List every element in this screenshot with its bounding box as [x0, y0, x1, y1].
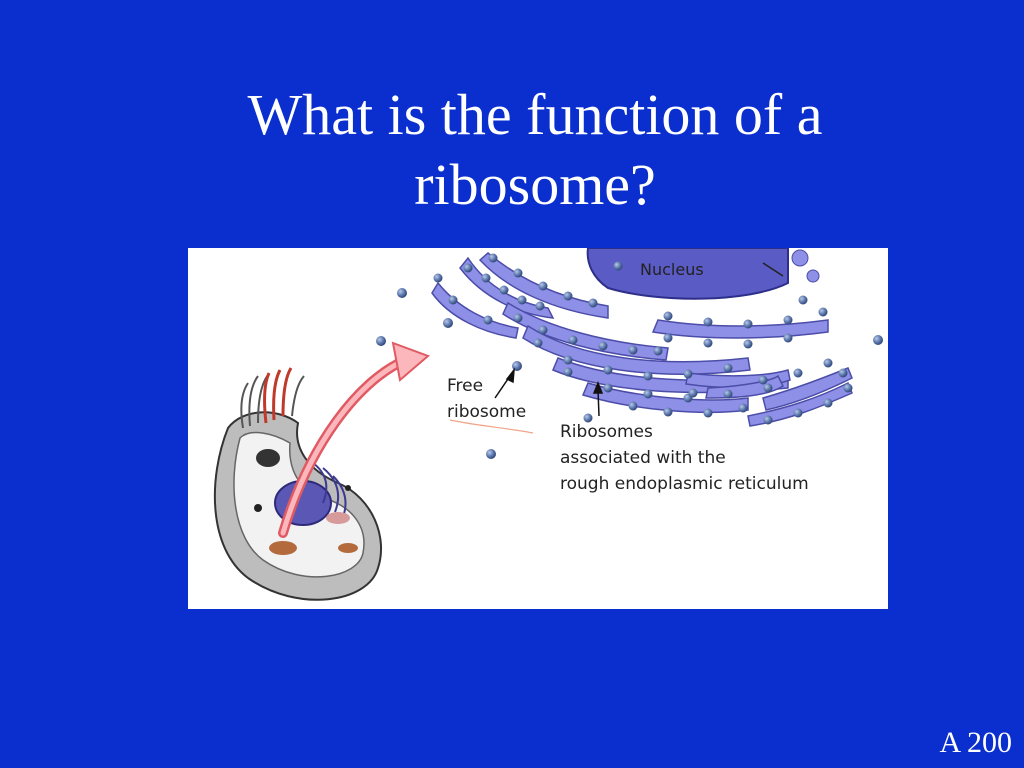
free-ribosome	[443, 318, 453, 328]
free-ribosome	[873, 335, 883, 345]
free-ribosome-label-line-2: ribosome	[447, 402, 526, 422]
pointer-arrow	[278, 341, 430, 538]
free-ribosome	[486, 449, 496, 459]
rough-er	[431, 252, 853, 427]
free-ribosome	[376, 336, 386, 346]
question-line-2: ribosome?	[414, 152, 656, 217]
rer-ribosome-label-line-1: Ribosomes	[560, 422, 653, 442]
nucleus: Nucleus	[586, 248, 820, 300]
cell-illustration	[213, 367, 383, 601]
rer-ribosome-label-line-2: associated with the	[560, 448, 726, 468]
diagram-svg: Nucleus	[213, 248, 883, 601]
ribosomes	[376, 253, 883, 459]
question-line-1: What is the function of a	[247, 82, 823, 147]
decor-line	[449, 419, 534, 434]
question-text: What is the function of a ribosome?	[160, 80, 910, 220]
slide-code: A 200	[939, 726, 1012, 759]
nucleus-label: Nucleus	[640, 260, 704, 279]
free-ribosome-label-line-1: Free	[447, 376, 483, 396]
label-arrows	[494, 367, 604, 417]
ribosome-diagram: Nucleus	[188, 248, 888, 609]
free-ribosome	[397, 288, 407, 298]
rer-ribosome-label-line-3: rough endoplasmic reticulum	[560, 474, 809, 494]
